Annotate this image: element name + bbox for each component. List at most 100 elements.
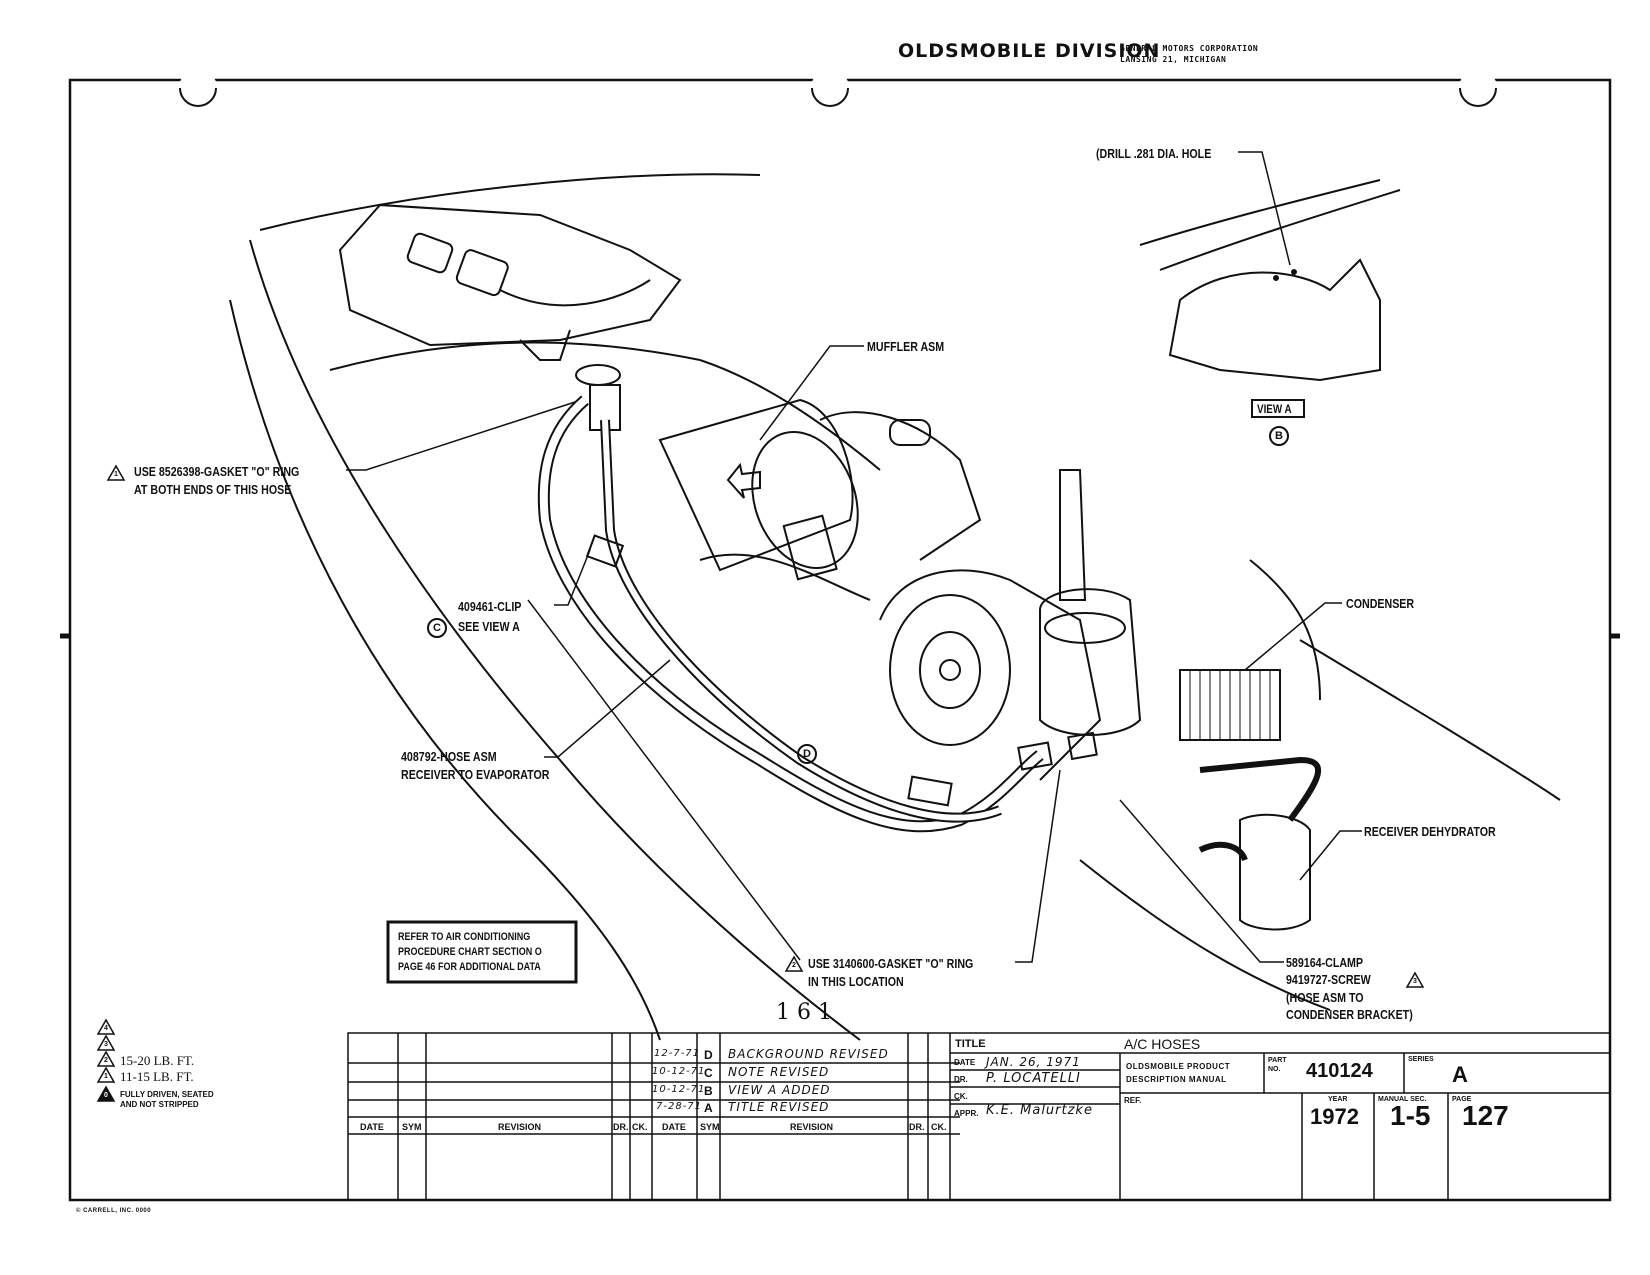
callout-clamp-1: 589164-CLAMP (1286, 955, 1364, 970)
manual-sec-value: 1-5 (1390, 1100, 1431, 1131)
rev-header-dr: DR. (909, 1122, 925, 1132)
view-a-hole-2 (1291, 269, 1297, 275)
footer-copyright: © CARRELL, INC. 0000 (76, 1208, 152, 1214)
corp-line-2: LANSING 21, MICHIGAN (1120, 55, 1227, 64)
leader-condenser (1244, 602, 1342, 671)
ck-label: CK. (954, 1092, 968, 1101)
callout-condenser: CONDENSER (1346, 596, 1415, 611)
series-value: A (1452, 1062, 1468, 1087)
torque-tri-4 (96, 1018, 116, 1035)
manual-line-2: DESCRIPTION MANUAL (1126, 1075, 1227, 1084)
valve-cap (889, 419, 931, 446)
cowl-line (329, 341, 701, 371)
clip-letter: C (427, 618, 447, 638)
leader-gasket-bottom (1015, 769, 1061, 963)
condenser-fins (1189, 670, 1271, 740)
torque-text-0-line-2: AND NOT STRIPPED (120, 1100, 199, 1109)
torque-note-2: 2 (104, 1057, 108, 1064)
punch-hole-mid-arc (811, 87, 849, 107)
torque-text-0-line-1: FULLY DRIVEN, SEATED (120, 1090, 214, 1099)
clip-letter-badge: C (427, 618, 447, 638)
corp-line-1: GENERAL MOTORS CORPORATION (1120, 44, 1259, 53)
torque-note-1: 1 (104, 1073, 108, 1080)
rev-header-revision-left: REVISION (498, 1122, 542, 1132)
bracket-line (1249, 559, 1321, 701)
page-label: PAGE (1452, 1096, 1472, 1103)
rev-header-ck-left: CK. (632, 1122, 648, 1132)
leader-gasket-top (346, 401, 576, 471)
callout-muffler-asm: MUFFLER ASM (867, 339, 945, 354)
dr-value: P. LOCATELLI (986, 1071, 1081, 1086)
evap-pipe (499, 279, 651, 307)
reference-line-3: PAGE 46 FOR ADDITIONAL DATA (398, 961, 541, 973)
drawing-border (68, 78, 1612, 1202)
callout-gasket-bottom-1: USE 3140600-GASKET "O" RING (808, 956, 974, 971)
hose-letter: D (797, 744, 817, 764)
callout-hose-2: RECEIVER TO EVAPORATOR (401, 767, 550, 782)
view-a-letter: B (1269, 426, 1289, 446)
ref-label: REF. (1124, 1096, 1142, 1105)
rev-row-a-text: TITLE REVISED (728, 1100, 830, 1114)
rev-row-a-date: 7-28-71 (656, 1101, 703, 1112)
dr-label: DR. (954, 1075, 968, 1084)
part-no-label: PART NO. (1268, 1057, 1287, 1073)
hose-nut-1 (1017, 741, 1053, 771)
evaporator-bracket (519, 329, 571, 361)
receiver-pipe (1199, 756, 1321, 822)
appr-label: APPR. (954, 1109, 979, 1118)
year-label: YEAR (1328, 1096, 1348, 1103)
compressor-bracket (699, 553, 871, 601)
torque-note-4: 4 (104, 1025, 108, 1032)
callout-clamp-2: 9419727-SCREW (1286, 972, 1371, 987)
leader-clamp (1119, 799, 1284, 963)
hose-asm-outer (537, 395, 1044, 833)
lower-line (1079, 859, 1331, 1011)
callout-hose-1: 408792-HOSE ASM (401, 749, 497, 764)
title-label: TITLE (955, 1038, 986, 1050)
leader-muffler (759, 345, 864, 441)
view-a-letter-badge: B (1269, 426, 1289, 446)
accumulator (1039, 588, 1142, 736)
hose-asm-inner (539, 396, 1043, 831)
page-number: 1 6 1 (776, 1000, 832, 1025)
appr-signature: K.E. Malurtzke (986, 1103, 1093, 1118)
radiator-support-line (1299, 639, 1561, 801)
rev-header-revision: REVISION (790, 1122, 834, 1132)
receiver-dehydrator (1239, 813, 1311, 931)
view-a-box (1251, 399, 1305, 418)
callout-gasket-top-1: USE 8526398-GASKET "O" RING (134, 464, 300, 479)
fender-line-1 (249, 239, 861, 1041)
note-tri-gasket-bottom (784, 955, 804, 972)
date-label: DATE (954, 1058, 976, 1067)
note-tri-clamp (1405, 971, 1425, 988)
reference-line-2: PROCEDURE CHART SECTION O (398, 946, 542, 958)
gasket-bottom-note-num: 2 (792, 962, 796, 969)
view-arrow-shape (726, 462, 761, 499)
torque-note-0: 0 (104, 1092, 108, 1099)
view-a-label: VIEW A (1257, 402, 1292, 416)
callout-clip-2: SEE VIEW A (458, 619, 520, 634)
leader-receiver (1299, 830, 1362, 881)
rev-row-b-sym: B (704, 1084, 713, 1098)
reference-box (386, 920, 578, 984)
muffler-end (751, 431, 859, 569)
rev-row-c-text: NOTE REVISED (728, 1065, 830, 1079)
torque-tri-2 (96, 1050, 116, 1067)
muffler-bracket (782, 514, 838, 581)
receiver-fitting (1198, 841, 1248, 862)
view-a-bracket (1168, 258, 1381, 382)
callout-receiver-dehydrator: RECEIVER DEHYDRATOR (1364, 824, 1496, 839)
hose-2-inner (602, 419, 1002, 821)
clamp-note-num: 3 (1413, 978, 1417, 985)
rev-header-dr-left: DR. (613, 1122, 629, 1132)
gasket-top-note-num: 1 (114, 471, 118, 478)
rev-row-b-text: VIEW A ADDED (728, 1083, 831, 1097)
filler-tube (1059, 469, 1087, 601)
rev-row-d-date: 12-7-71 (654, 1048, 701, 1059)
compressor-hub (919, 631, 981, 709)
torque-tri-3 (96, 1034, 116, 1051)
callout-gasket-bottom-2: IN THIS LOCATION (808, 974, 904, 989)
leader-hose (544, 659, 671, 758)
muffler-body (658, 398, 854, 572)
